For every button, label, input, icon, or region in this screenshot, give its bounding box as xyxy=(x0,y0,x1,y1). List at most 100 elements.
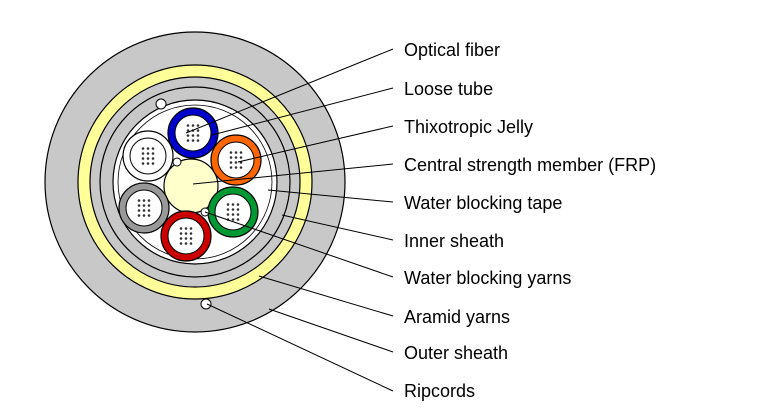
optical-fiber-dot xyxy=(189,242,193,245)
ripcord xyxy=(155,98,167,110)
label-thixotropic-jelly: Thixotropic Jelly xyxy=(404,117,533,137)
optical-fiber-dot xyxy=(231,203,235,206)
optical-fiber-dot xyxy=(151,152,155,155)
optical-fiber-dot xyxy=(186,129,190,132)
optical-fiber-dot xyxy=(239,151,243,154)
optical-fiber-dot xyxy=(184,242,188,245)
optical-fiber-dot xyxy=(234,151,238,154)
optical-fiber-dot xyxy=(226,208,230,211)
optical-fiber-dot xyxy=(186,139,190,142)
optical-fiber-dot xyxy=(196,139,200,142)
optical-fiber-dot xyxy=(137,214,141,217)
label-ripcords: Ripcords xyxy=(404,381,475,401)
optical-fiber-dot xyxy=(179,242,183,245)
optical-fiber-dot xyxy=(141,157,145,160)
optical-fiber-dot xyxy=(189,232,193,235)
label-inner-sheath: Inner sheath xyxy=(404,231,504,251)
optical-fiber-dot xyxy=(147,209,151,212)
optical-fiber-dot xyxy=(186,134,190,137)
loose-tube-red xyxy=(160,210,212,262)
optical-fiber-dot xyxy=(231,218,235,221)
optical-fiber-dot xyxy=(146,147,150,150)
optical-fiber-dot xyxy=(137,199,141,202)
optical-fiber-dot xyxy=(236,203,240,206)
optical-fiber-dot xyxy=(147,199,151,202)
loose-tube-orange xyxy=(210,134,262,186)
optical-fiber-dot xyxy=(151,162,155,165)
optical-fiber-dot xyxy=(189,237,193,240)
leader-water-blocking-yarns xyxy=(204,211,394,278)
optical-fiber-dot xyxy=(196,124,200,127)
optical-fiber-dot xyxy=(147,214,151,217)
optical-fiber-dot xyxy=(231,213,235,216)
label-loose-tube: Loose tube xyxy=(404,79,493,99)
optical-fiber-dot xyxy=(234,156,238,159)
optical-fiber-dot xyxy=(146,157,150,160)
loose-tube-white xyxy=(122,130,174,182)
optical-fiber-dot xyxy=(142,209,146,212)
optical-fiber-dot xyxy=(229,156,233,159)
optical-fiber-dot xyxy=(231,208,235,211)
optical-fiber-dot xyxy=(191,124,195,127)
optical-fiber-dot xyxy=(226,213,230,216)
loose-tube-green xyxy=(207,186,259,238)
optical-fiber-dot xyxy=(146,152,150,155)
optical-fiber-dot xyxy=(147,204,151,207)
leader-outer-sheath xyxy=(268,308,394,353)
optical-fiber-dot xyxy=(142,214,146,217)
optical-fiber-dot xyxy=(236,213,240,216)
optical-fiber-dot xyxy=(196,134,200,137)
optical-fiber-dot xyxy=(151,147,155,150)
optical-fiber-dot xyxy=(141,152,145,155)
optical-fiber-dot xyxy=(189,227,193,230)
leader-thixotropic-jelly xyxy=(237,125,394,163)
optical-fiber-dot xyxy=(142,204,146,207)
optical-fiber-dot xyxy=(239,156,243,159)
optical-fiber-dot xyxy=(184,232,188,235)
optical-fiber-dot xyxy=(236,218,240,221)
optical-fibers xyxy=(137,124,243,245)
optical-fiber-dot xyxy=(191,134,195,137)
label-central-strength-member: Central strength member (FRP) xyxy=(404,155,656,175)
optical-fiber-dot xyxy=(229,166,233,169)
label-water-blocking-yarns: Water blocking yarns xyxy=(404,268,571,288)
leader-lines xyxy=(185,48,394,392)
optical-fiber-dot xyxy=(184,237,188,240)
leader-water-blocking-tape xyxy=(267,189,394,203)
optical-fiber-dot xyxy=(186,124,190,127)
optical-fiber-dot xyxy=(179,237,183,240)
labels: Optical fiber Loose tube Thixotropic Jel… xyxy=(404,40,656,401)
optical-fiber-dot xyxy=(229,151,233,154)
loose-tube-blue xyxy=(167,107,219,159)
leader-central-strength-member xyxy=(192,163,394,185)
optical-fiber-dot xyxy=(226,203,230,206)
loose-tube-grey xyxy=(118,182,170,234)
label-optical-fiber: Optical fiber xyxy=(404,40,500,60)
optical-fiber-dot xyxy=(141,162,145,165)
ripcord xyxy=(200,298,212,310)
leader-ripcords xyxy=(206,303,394,392)
optical-fiber-dot xyxy=(137,209,141,212)
water-blocking-yarn xyxy=(172,157,182,167)
optical-fiber-dot xyxy=(179,227,183,230)
optical-fiber-dot xyxy=(137,204,141,207)
optical-fiber-dot xyxy=(236,208,240,211)
optical-fiber-dot xyxy=(146,162,150,165)
optical-fiber-dot xyxy=(142,199,146,202)
label-outer-sheath: Outer sheath xyxy=(404,343,508,363)
optical-fiber-dot xyxy=(234,161,238,164)
optical-fiber-dot xyxy=(234,166,238,169)
optical-fiber-dot xyxy=(179,232,183,235)
optical-fiber-dot xyxy=(191,139,195,142)
optical-fiber-dot xyxy=(239,166,243,169)
optical-fiber-dot xyxy=(184,227,188,230)
leader-inner-sheath xyxy=(281,214,394,241)
optical-fiber-dot xyxy=(141,147,145,150)
label-water-blocking-tape: Water blocking tape xyxy=(404,193,562,213)
leader-loose-tube xyxy=(211,87,394,136)
optical-fiber-dot xyxy=(151,157,155,160)
optical-fiber-dot xyxy=(229,161,233,164)
label-aramid-yarns: Aramid yarns xyxy=(404,307,510,327)
leader-optical-fiber xyxy=(185,48,394,134)
